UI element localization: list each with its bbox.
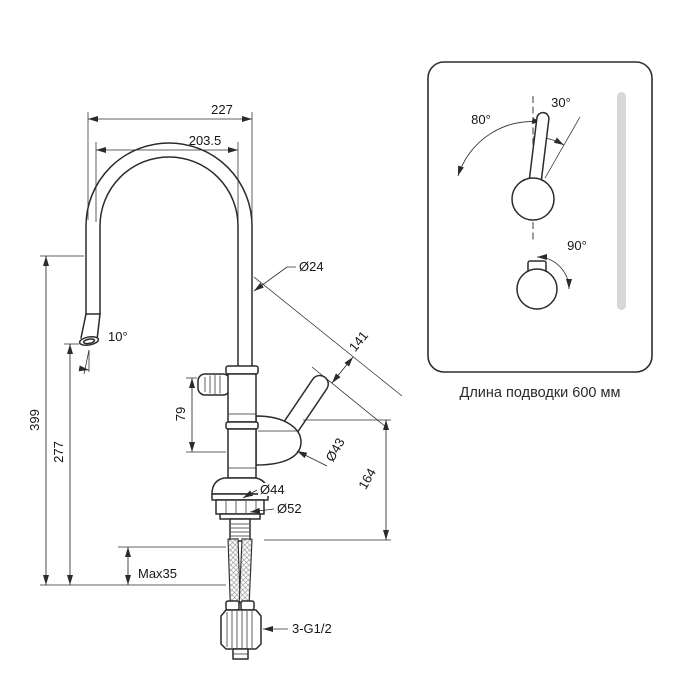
dim-label-141: 141: [346, 328, 371, 354]
dim-spout-reach-inner: 203.5: [95, 133, 239, 222]
angle-label-90: 90°: [567, 238, 587, 253]
spout-outlet: [78, 335, 100, 347]
dim-label-203-5: 203.5: [189, 133, 222, 148]
handle-pivot-icon: [511, 177, 555, 221]
dim-label-max35: Max35: [138, 566, 177, 581]
accent-bar: [617, 92, 626, 310]
dim-spout-tip-angle: 10°: [78, 329, 128, 375]
rotation-spec-panel: 80° 30° 90° Длина подводки 600 мм: [427, 61, 653, 401]
faucet-body: [225, 365, 259, 479]
connection-nut: [220, 609, 262, 660]
faucet-figure: [40, 142, 330, 660]
dim-label-164: 164: [355, 466, 379, 492]
dim-label-thread: 3-G1/2: [292, 621, 332, 636]
dim-label-d44: Ø44: [260, 482, 285, 497]
dim-label-d43: Ø43: [322, 435, 347, 464]
dim-overall-height: 399: [27, 255, 84, 585]
handle-swing-diagram: 80° 30°: [457, 95, 581, 243]
dim-handle-section-height: 79: [173, 377, 226, 453]
dimension-annotations: 227 203.5 399 277 79: [27, 102, 403, 636]
dim-handle-base-diameter: Ø43: [296, 435, 348, 467]
dim-max-mounting-thickness: Max35: [125, 547, 177, 585]
dim-spout-tube-diameter: Ø24: [253, 259, 324, 292]
dim-label-227: 227: [211, 102, 233, 117]
dim-label-399: 399: [27, 409, 42, 431]
dim-base-bottom-diameter: Ø52: [249, 501, 302, 516]
dim-connection-thread: 3-G1/2: [263, 621, 332, 636]
dim-handle-reach: 141: [253, 276, 403, 428]
dim-label-d24: Ø24: [299, 259, 324, 274]
dim-spout-height: 277: [51, 343, 79, 585]
dim-spout-reach-outer: 227: [87, 102, 253, 220]
dim-base-top-diameter: Ø44: [242, 482, 294, 499]
diverter-handle: [197, 373, 231, 396]
dim-label-10deg: 10°: [108, 329, 128, 344]
supply-hoses: [225, 538, 255, 611]
hose-length-caption: Длина подводки 600 мм: [460, 385, 621, 401]
lever-base: [255, 415, 302, 466]
dim-label-d52: Ø52: [277, 501, 302, 516]
angle-label-30: 30°: [551, 95, 571, 110]
faucet-spout: [78, 142, 253, 367]
dim-label-277: 277: [51, 441, 66, 463]
spout-swivel-diagram: 90°: [516, 238, 587, 310]
swivel-body-icon: [516, 268, 558, 310]
dim-label-79: 79: [173, 407, 188, 421]
angle-label-80: 80°: [471, 112, 491, 127]
